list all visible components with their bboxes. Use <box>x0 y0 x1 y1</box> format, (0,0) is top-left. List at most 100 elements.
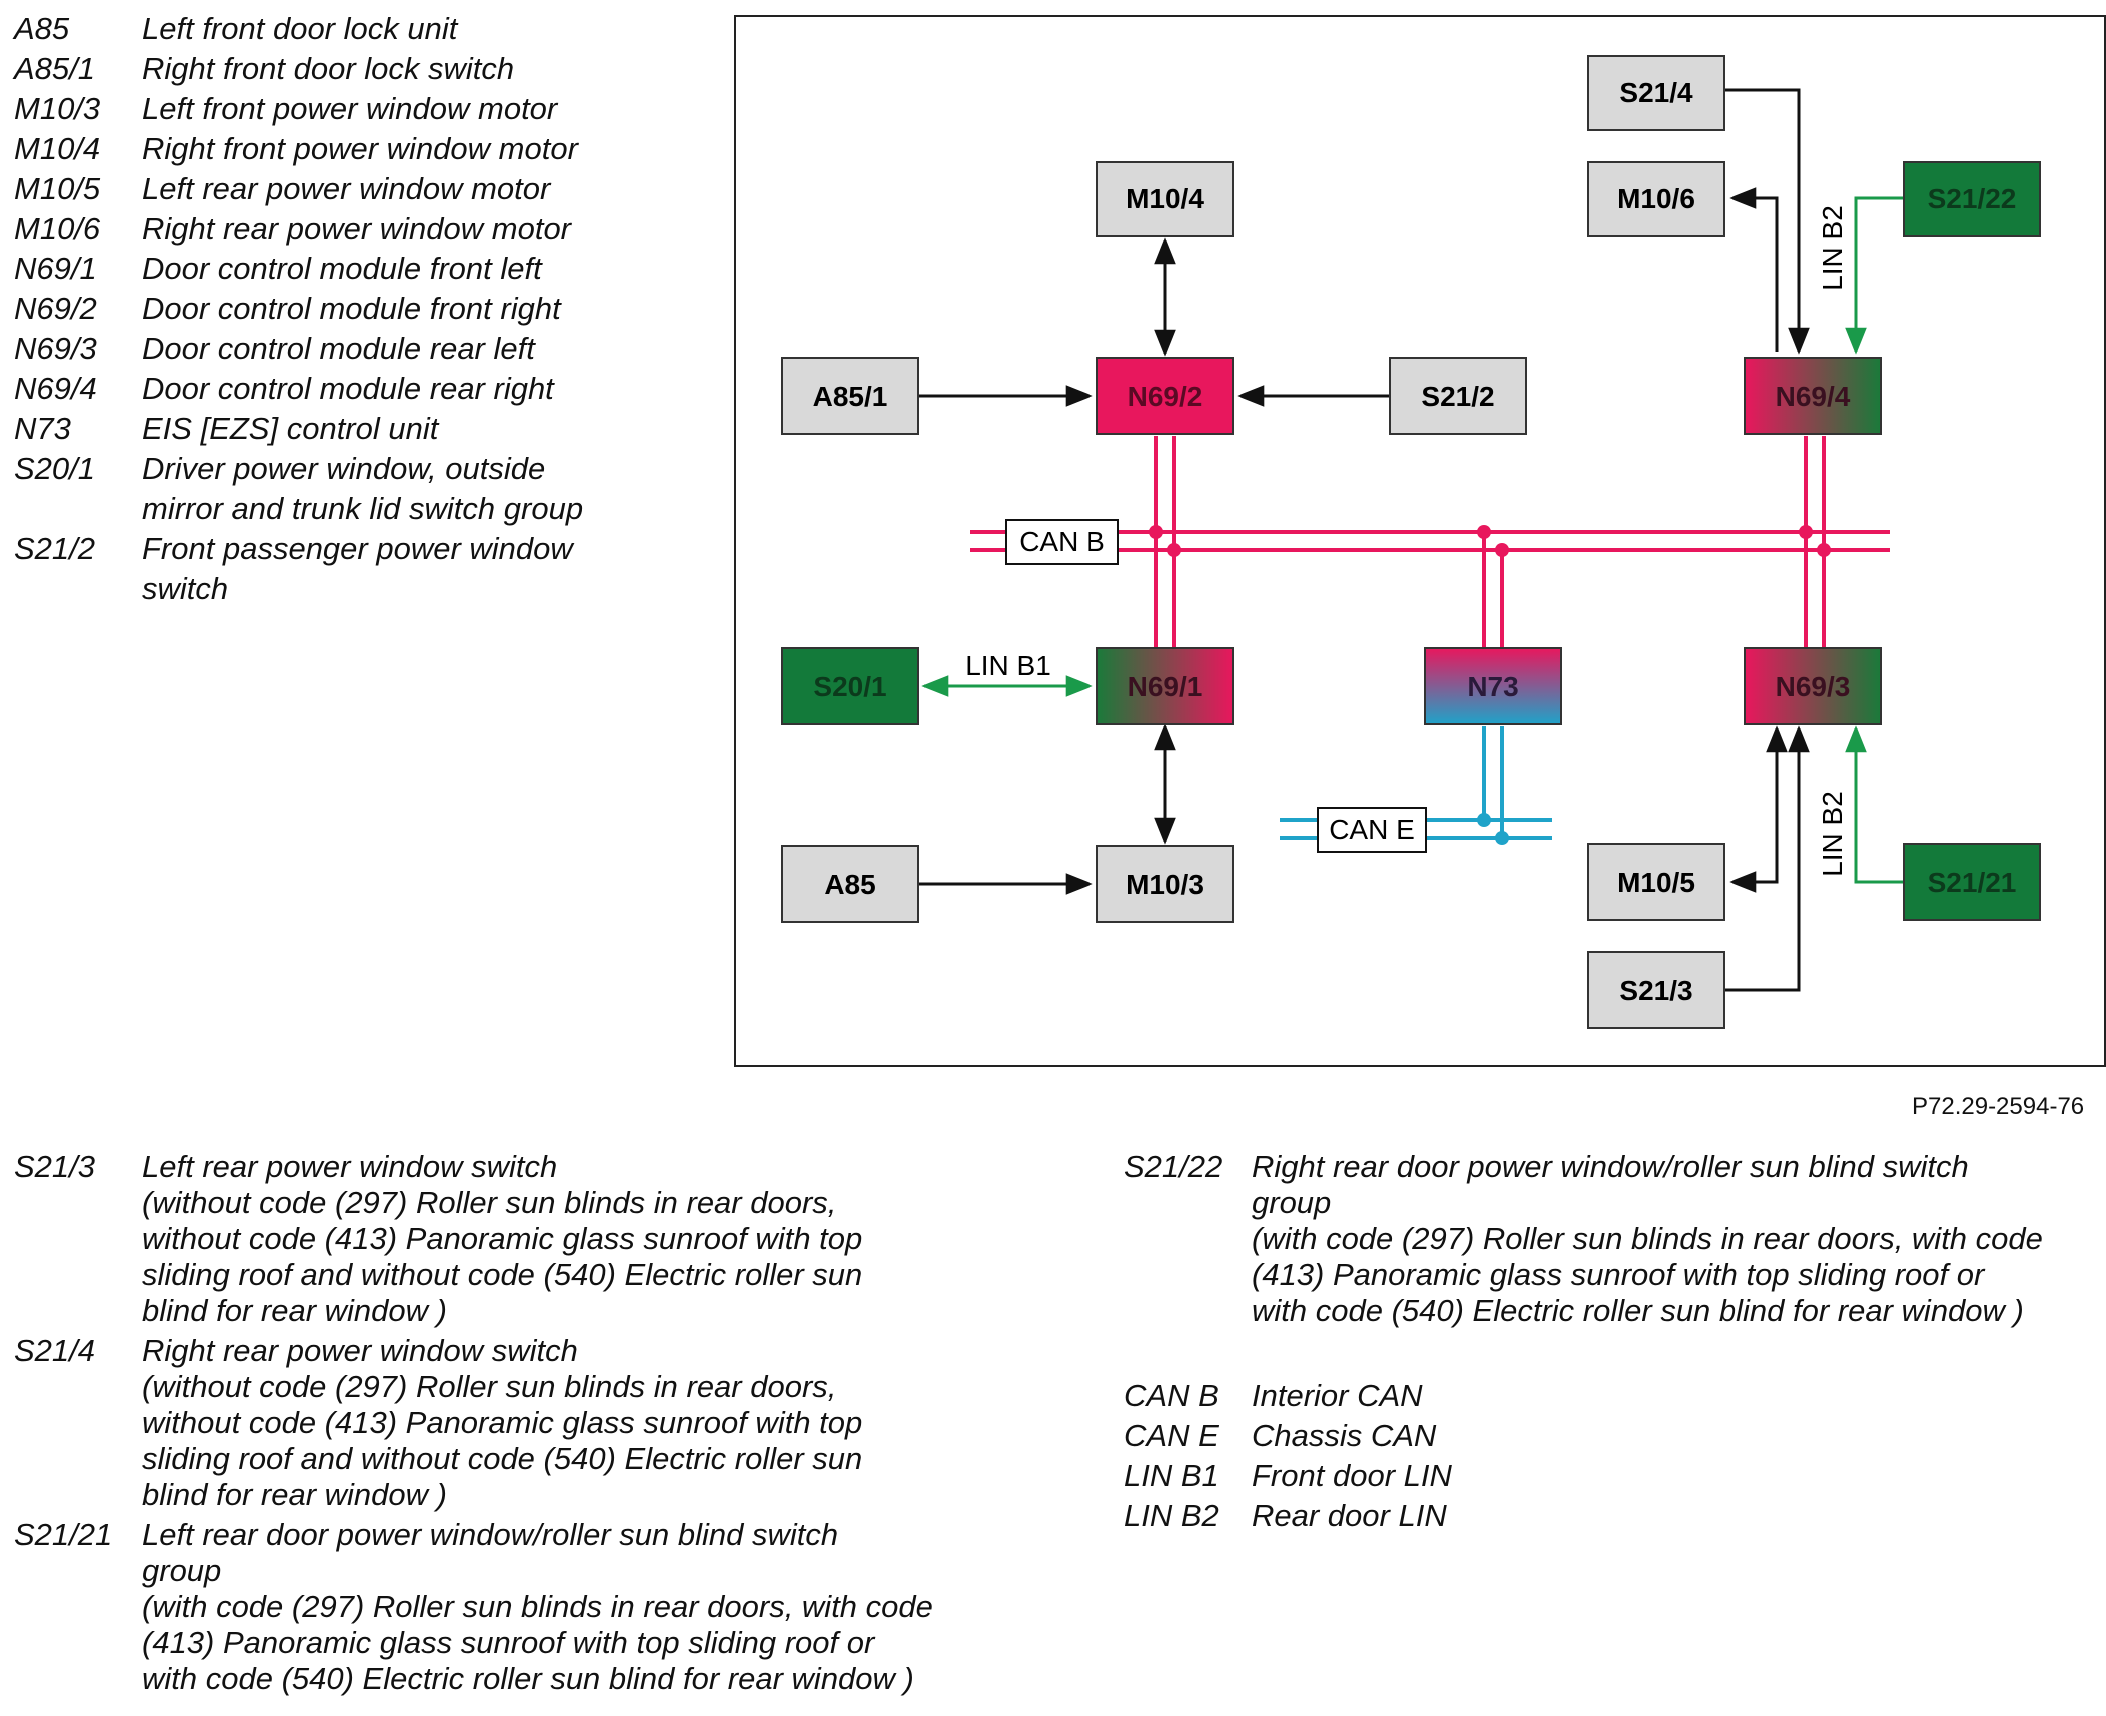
svg-text:N69/1: N69/1 <box>1128 671 1203 702</box>
legend-code: LIN B2 <box>1124 1498 1219 1533</box>
box-n73: N73 <box>1424 647 1562 725</box>
box-m10-6: M10/6 <box>1587 161 1725 237</box>
legend-description: Door control module rear left <box>142 331 535 366</box>
box-s21-22: S21/22 <box>1903 161 2041 237</box>
legend-description: Right front power window motor <box>142 131 578 166</box>
legend-bottom-right: S21/22 Right rear door power window/rolle… <box>1124 1149 2084 1333</box>
legend-description: Door control module front right <box>142 291 561 326</box>
legend-description: EIS [EZS] control unit <box>142 411 439 446</box>
can-b-nodes <box>1149 525 1831 557</box>
legend-description: Left rear power window motor <box>142 171 551 206</box>
legend-code: M10/5 <box>14 171 101 206</box>
legend-row: LIN B2 Rear door LIN <box>1124 1496 1624 1536</box>
legend-code: CAN E <box>1124 1418 1219 1453</box>
signal-arrows <box>918 88 1810 992</box>
legend-row: CAN B Interior CAN <box>1124 1376 1624 1416</box>
legend-code: M10/4 <box>14 131 101 166</box>
legend-code: N69/1 <box>14 251 97 286</box>
legend-row: N73 EIS [EZS] control unit <box>14 409 614 449</box>
legend-row: S21/22 Right rear door power window/rolle… <box>1124 1149 2084 1329</box>
legend-code: A85 <box>14 11 70 46</box>
can-b-label: CAN B <box>1005 519 1119 565</box>
box-s21-21: S21/21 <box>1903 843 2041 921</box>
box-m10-3: M10/3 <box>1096 845 1234 923</box>
box-m10-4: M10/4 <box>1096 161 1234 237</box>
box-s21-3: S21/3 <box>1587 951 1725 1029</box>
legend-row: M10/5 Left rear power window motor <box>14 169 614 209</box>
legend-description: Door control module rear right <box>142 371 554 406</box>
figure-reference: P72.29-2594-76 <box>1912 1093 2085 1120</box>
legend-row: M10/6 Right rear power window motor <box>14 209 614 249</box>
legend-code: A85/1 <box>14 51 96 86</box>
legend-row: N69/3 Door control module rear left <box>14 329 614 369</box>
legend-code: LIN B1 <box>1124 1458 1219 1493</box>
legend-description: Left front power window motor <box>142 91 558 126</box>
diagram-frame <box>734 15 2106 1067</box>
legend-row: N69/1 Door control module front left <box>14 249 614 289</box>
legend-code: S21/2 <box>14 531 96 566</box>
can-e-nodes <box>1477 813 1509 845</box>
box-n69-4: N69/4 <box>1744 357 1882 435</box>
legend-code: CAN B <box>1124 1378 1219 1413</box>
legend-code: S21/22 <box>1124 1149 1223 1184</box>
lin-b2-top-label: LIN B2 <box>1817 205 1848 291</box>
svg-text:N69/4: N69/4 <box>1776 381 1851 412</box>
legend-description: Chassis CAN <box>1252 1418 1437 1453</box>
svg-text:M10/3: M10/3 <box>1126 869 1204 900</box>
legend-code: S21/3 <box>14 1149 96 1184</box>
legend-description: Interior CAN <box>1252 1378 1423 1413</box>
svg-text:A85: A85 <box>824 869 875 900</box>
legend-code: S21/4 <box>14 1333 96 1368</box>
legend-code: M10/6 <box>14 211 101 246</box>
svg-text:N69/3: N69/3 <box>1776 671 1851 702</box>
svg-text:S21/2: S21/2 <box>1421 381 1494 412</box>
legend-description: Right rear power window motor <box>142 211 572 246</box>
svg-text:S21/21: S21/21 <box>1928 867 2017 898</box>
svg-text:M10/4: M10/4 <box>1126 183 1204 214</box>
legend-description: Rear door LIN <box>1252 1498 1447 1533</box>
svg-text:CAN B: CAN B <box>1019 526 1105 557</box>
svg-text:CAN E: CAN E <box>1329 814 1415 845</box>
legend-code: M10/3 <box>14 91 101 126</box>
legend-description: Front passenger power window switch <box>142 531 573 606</box>
svg-text:S20/1: S20/1 <box>813 671 886 702</box>
box-n69-3: N69/3 <box>1744 647 1882 725</box>
box-n69-1: N69/1 <box>1096 647 1234 725</box>
legend-code: S21/21 <box>14 1517 113 1552</box>
svg-text:M10/5: M10/5 <box>1617 867 1695 898</box>
legend-code: N69/3 <box>14 331 97 366</box>
legend-row: M10/3 Left front power window motor <box>14 89 614 129</box>
legend-description: Right front door lock switch <box>142 51 515 86</box>
legend-row: A85/1 Right front door lock switch <box>14 49 614 89</box>
legend-code: N73 <box>14 411 71 446</box>
legend-row: M10/4 Right front power window motor <box>14 129 614 169</box>
legend-row: N69/2 Door control module front right <box>14 289 614 329</box>
legend-description: Door control module front left <box>142 251 542 286</box>
svg-text:S21/22: S21/22 <box>1928 183 2017 214</box>
legend-code: S20/1 <box>14 451 96 486</box>
box-s21-2: S21/2 <box>1389 357 1527 435</box>
legend-code: N69/2 <box>14 291 97 326</box>
box-m10-5: M10/5 <box>1587 843 1725 921</box>
svg-text:A85/1: A85/1 <box>813 381 888 412</box>
legend-description: Right rear door power window/roller sun … <box>1252 1149 2043 1328</box>
legend-row: CAN E Chassis CAN <box>1124 1416 1624 1456</box>
svg-text:M10/6: M10/6 <box>1617 183 1695 214</box>
can-e-label: CAN E <box>1317 807 1427 853</box>
box-n69-2: N69/2 <box>1096 357 1234 435</box>
legend-row: S21/2 Front passenger power window switch <box>14 529 614 609</box>
lin-b1-label: LIN B1 <box>965 650 1051 681</box>
svg-text:N73: N73 <box>1467 671 1518 702</box>
box-a85: A85 <box>781 845 919 923</box>
svg-text:S21/4: S21/4 <box>1619 77 1693 108</box>
